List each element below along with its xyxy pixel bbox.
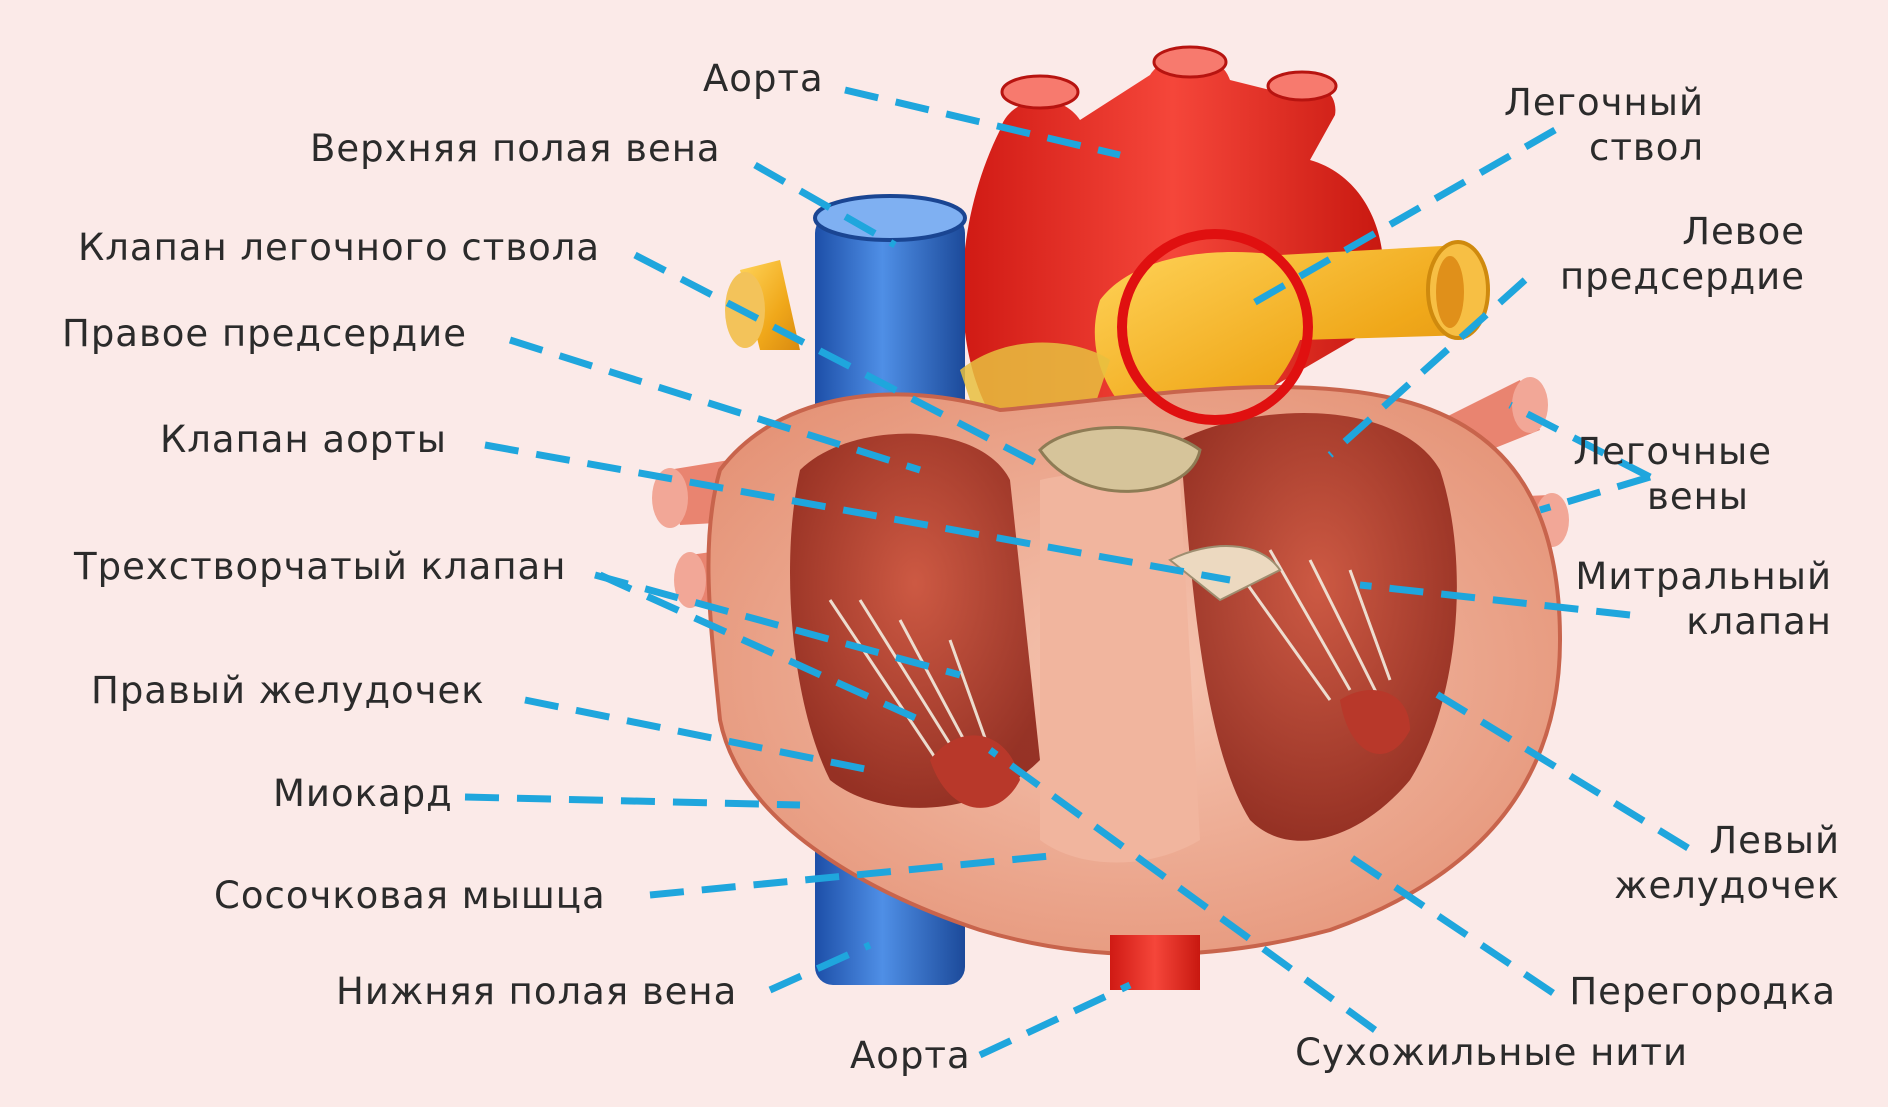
label-left-atrium-line1: Левое [1682, 213, 1805, 250]
label-septum: Перегородка [1569, 973, 1836, 1010]
label-chordae-tendineae: Сухожильные нити [1295, 1034, 1688, 1071]
label-pulmonary-trunk-line1: Легочный [1504, 84, 1704, 121]
label-left-atrium-line2: предсердие [1560, 258, 1805, 295]
label-mitral-valve-line1: Митральный [1575, 558, 1832, 595]
label-myocardium: Миокард [273, 775, 453, 812]
label-right-ventricle: Правый желудочек [91, 672, 485, 709]
label-left-ventricle-line2: желудочек [1614, 867, 1840, 904]
label-aorta-bottom: Аорта [850, 1037, 971, 1074]
label-left-ventricle-line1: Левый [1709, 822, 1840, 859]
label-pulmonary-veins-line1: Легочные [1573, 433, 1772, 470]
descending-aorta [1110, 935, 1200, 990]
label-pulmonary-valve: Клапан легочного ствола [78, 229, 600, 266]
label-pulmonary-trunk-line2: ствол [1589, 129, 1704, 166]
label-papillary-muscle: Сосочковая мышца [214, 877, 606, 914]
label-tricuspid-valve: Трехстворчатый клапан [74, 548, 566, 585]
label-pulmonary-veins-line2: вены [1647, 478, 1749, 515]
label-superior-vena-cava: Верхняя полая вена [310, 130, 721, 167]
label-mitral-valve-line2: клапан [1686, 603, 1832, 640]
label-right-atrium: Правое предсердие [62, 315, 467, 352]
label-inferior-vena-cava: Нижняя полая вена [336, 973, 737, 1010]
label-aorta-top: Аорта [703, 60, 824, 97]
label-aortic-valve: Клапан аорты [160, 421, 447, 458]
